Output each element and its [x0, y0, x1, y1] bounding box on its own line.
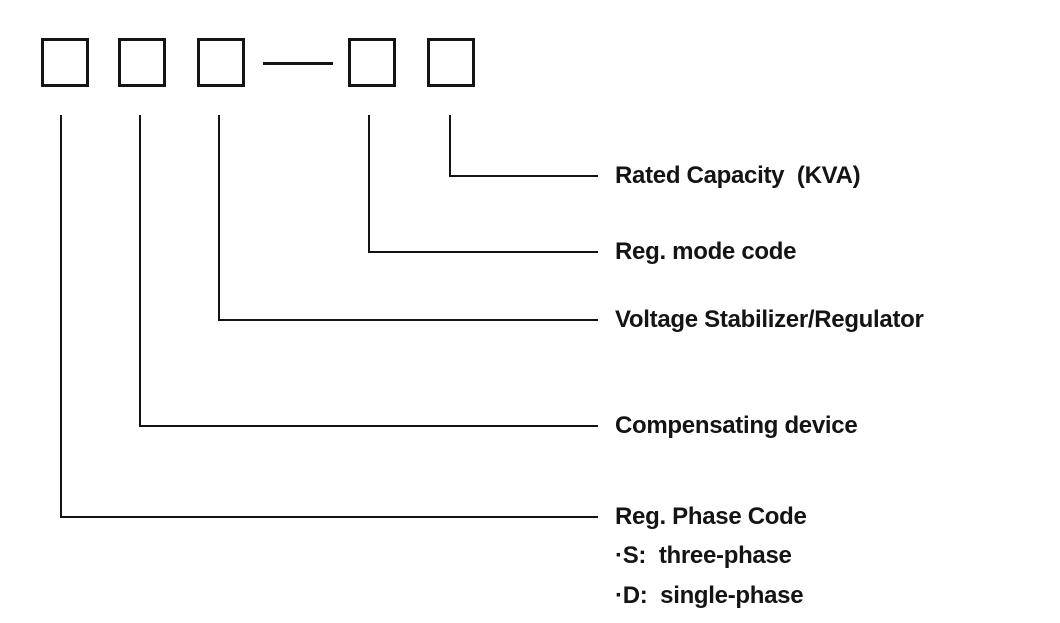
vline-rated-capacity: [448, 115, 452, 178]
code-box-2: [118, 38, 166, 87]
vline-voltage-stabilizer: [217, 115, 221, 322]
code-box-1: [41, 38, 89, 87]
vline-reg-phase-code: [59, 115, 63, 519]
label-phase-option-d: ·D: single-phase: [615, 582, 804, 609]
hline-compensating-device: [138, 424, 598, 428]
code-box-4: [348, 38, 396, 87]
hline-voltage-stabilizer: [217, 318, 598, 322]
code-box-5: [427, 38, 475, 87]
separator-dash: [263, 61, 333, 65]
label-compensating-device: Compensating device: [615, 412, 858, 439]
label-reg-mode-code: Reg. mode code: [615, 238, 797, 265]
label-reg-phase-code: Reg. Phase Code: [615, 503, 807, 530]
hline-reg-mode-code: [367, 250, 598, 254]
code-box-3: [197, 38, 245, 87]
vline-reg-mode-code: [367, 115, 371, 254]
hline-reg-phase-code: [59, 515, 598, 519]
label-voltage-stabilizer: Voltage Stabilizer/Regulator: [615, 306, 924, 333]
vline-compensating-device: [138, 115, 142, 428]
label-phase-option-s: ·S: three-phase: [615, 542, 792, 569]
hline-rated-capacity: [448, 174, 598, 178]
label-rated-capacity: Rated Capacity (KVA): [615, 162, 861, 189]
